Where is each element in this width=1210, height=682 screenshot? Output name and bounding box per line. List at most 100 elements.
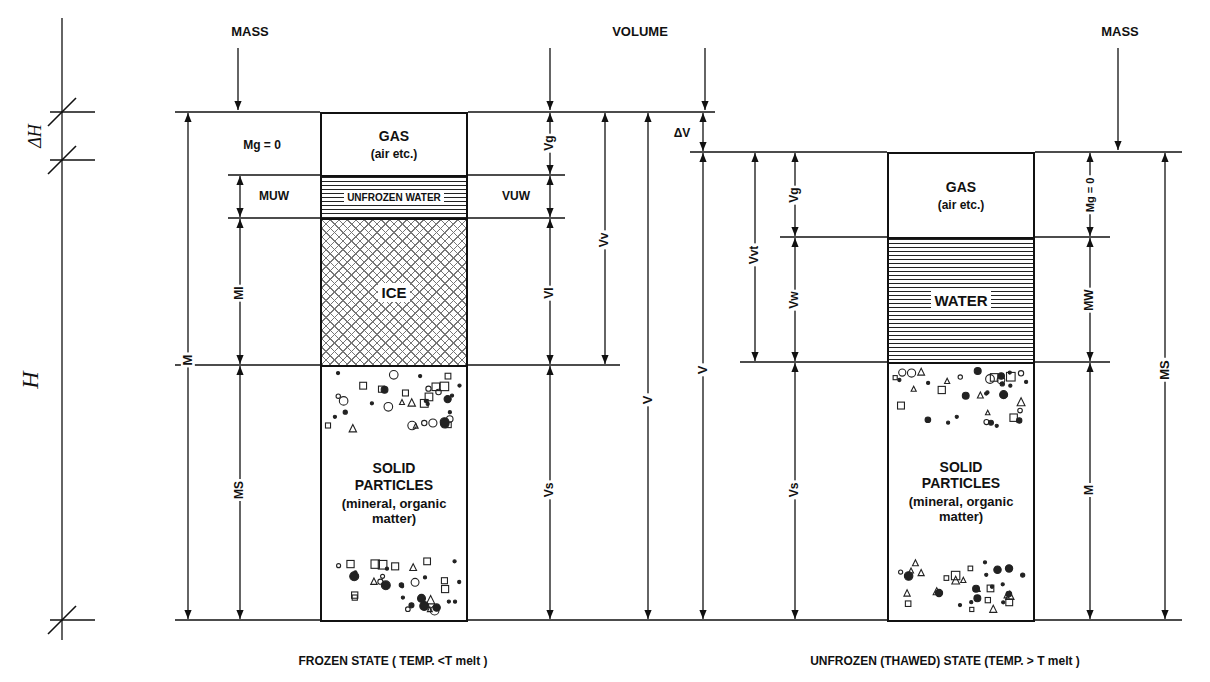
particle-symbol bbox=[899, 570, 903, 574]
particle-symbol bbox=[384, 402, 393, 411]
solid-particles-box: SOLID PARTICLES(mineral, organic matter) bbox=[887, 362, 1035, 622]
dimension-label: MS bbox=[233, 479, 246, 501]
particle-symbol bbox=[441, 578, 447, 584]
particle-symbol bbox=[1025, 380, 1028, 383]
dimension-label: Vw bbox=[788, 289, 801, 310]
particle-symbol bbox=[458, 580, 461, 583]
particle-symbol bbox=[968, 566, 973, 571]
particle-symbol bbox=[918, 570, 924, 576]
particle-symbol bbox=[401, 596, 404, 599]
extension-line bbox=[1035, 361, 1110, 362]
text-line: (air etc.) bbox=[368, 147, 421, 163]
particle-symbol bbox=[453, 560, 456, 563]
particle-symbol bbox=[352, 592, 358, 598]
text-line: GAS bbox=[376, 127, 412, 145]
water-box: WATER bbox=[887, 237, 1035, 364]
particle-symbol bbox=[970, 601, 973, 604]
particle-symbol bbox=[1009, 384, 1012, 387]
particle-symbol bbox=[337, 564, 341, 568]
extension-line bbox=[468, 364, 620, 365]
extension-line bbox=[468, 217, 565, 218]
particle-symbol bbox=[1000, 391, 1008, 399]
phase-name: GAS bbox=[943, 178, 979, 196]
particle-symbol bbox=[899, 369, 906, 376]
dimension-label: MW bbox=[1083, 287, 1096, 312]
particle-symbol bbox=[1005, 565, 1012, 572]
particle-symbol bbox=[419, 374, 422, 377]
dimension-symbol: ΔH bbox=[26, 122, 46, 150]
particle-symbol bbox=[389, 371, 398, 380]
particle-symbol bbox=[976, 587, 980, 591]
particle-symbol bbox=[994, 566, 1001, 573]
extension-line bbox=[1035, 151, 1182, 152]
dimension-arrow bbox=[702, 153, 703, 619]
particle-symbol bbox=[333, 415, 336, 418]
particle-symbol bbox=[947, 421, 950, 424]
particle-symbol bbox=[997, 376, 1005, 384]
particle-symbol bbox=[1008, 371, 1011, 374]
particle-symbol bbox=[961, 577, 966, 582]
phase-name: ICE bbox=[378, 283, 409, 302]
particle-symbol bbox=[422, 420, 427, 425]
particle-symbol bbox=[442, 586, 449, 593]
particle-symbol bbox=[347, 560, 354, 567]
particle-symbol bbox=[958, 375, 962, 379]
particle-symbol bbox=[904, 572, 912, 580]
particle-symbol bbox=[898, 402, 905, 409]
particle-symbol bbox=[381, 574, 385, 578]
particle-symbol bbox=[458, 384, 461, 387]
dimension-label: VI bbox=[543, 285, 556, 300]
extension-line bbox=[50, 111, 95, 112]
caption-label: ΔV bbox=[672, 127, 693, 140]
text-line: GAS bbox=[943, 178, 979, 196]
particle-symbol bbox=[453, 600, 456, 603]
particle-symbol bbox=[985, 573, 988, 576]
extension-line bbox=[468, 619, 887, 620]
caption-label: MUW bbox=[257, 190, 291, 203]
caption-label: UNFROZEN (THAWED) STATE (TEMP. > T melt … bbox=[808, 655, 1082, 668]
particle-symbol bbox=[974, 595, 981, 602]
caption-label: VOLUME bbox=[610, 25, 670, 39]
particle-symbol bbox=[905, 601, 911, 607]
particle-symbol bbox=[411, 578, 419, 586]
particle-symbol bbox=[977, 392, 983, 398]
text-line: UNFROZEN WATER bbox=[344, 191, 444, 205]
particle-symbol bbox=[944, 576, 949, 581]
gas-phase-box: GAS (air etc.) bbox=[320, 112, 468, 177]
particle-symbol bbox=[360, 382, 367, 389]
extension-line bbox=[175, 619, 320, 620]
phase-name: UNFROZEN WATER bbox=[344, 191, 444, 205]
particle-symbol bbox=[962, 392, 969, 399]
particle-symbol bbox=[352, 595, 357, 600]
particle-symbol bbox=[424, 558, 431, 565]
particle-symbol bbox=[987, 585, 994, 592]
particle-symbol bbox=[430, 606, 439, 615]
extension-line bbox=[690, 151, 887, 152]
particle-symbol bbox=[893, 376, 897, 380]
extension-line bbox=[228, 217, 320, 218]
particle-symbol bbox=[350, 572, 359, 581]
particle-symbol bbox=[985, 410, 990, 415]
particle-symbol bbox=[1002, 601, 1005, 604]
extension-line bbox=[175, 111, 320, 112]
caption-label: FROZEN STATE ( TEMP. <T melt ) bbox=[296, 655, 489, 668]
particle-symbol bbox=[381, 581, 390, 590]
particle-symbol bbox=[425, 393, 433, 401]
particle-symbol bbox=[392, 563, 399, 570]
particle-symbol bbox=[399, 583, 403, 587]
particle-symbol bbox=[1018, 408, 1023, 413]
particle-symbol bbox=[371, 560, 379, 568]
phase-name: SOLID PARTICLES bbox=[897, 458, 1025, 492]
particle-symbol bbox=[912, 560, 918, 566]
particle-symbol bbox=[440, 418, 449, 427]
dimension-label: V bbox=[696, 364, 710, 377]
caption-label: VUW bbox=[500, 190, 532, 203]
dimension-label: Mg = 0 bbox=[1084, 176, 1096, 215]
phase-note: (mineral, organic matter) bbox=[897, 494, 1025, 526]
particle-symbol bbox=[406, 607, 411, 612]
particle-symbol bbox=[448, 411, 451, 414]
phase-name: SOLID PARTICLES bbox=[330, 459, 458, 493]
particle-symbol bbox=[429, 419, 437, 427]
particle-symbol bbox=[973, 585, 980, 592]
text-line: (mineral, organic matter) bbox=[330, 496, 458, 528]
